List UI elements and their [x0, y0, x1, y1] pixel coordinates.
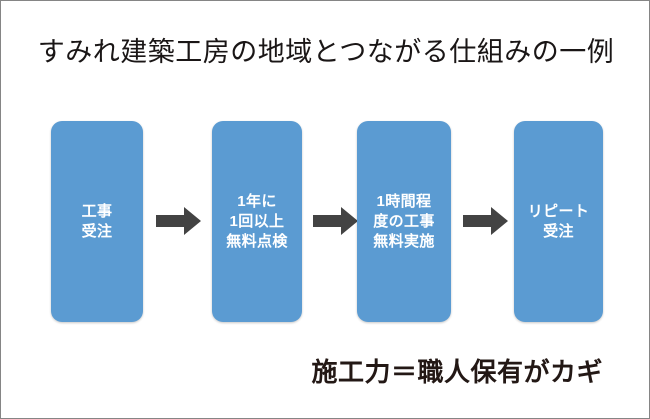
flow-step-box-4[interactable]: リピート 受注	[514, 121, 603, 322]
flow-step-box-1[interactable]: 工事 受注	[51, 121, 143, 322]
page-title: すみれ建築工房の地域とつながる仕組みの一例	[37, 37, 615, 67]
process-flow-diagram: 工事 受注 1年に 1回以上 無料点検 1時間程 度の工事 無料実施	[51, 121, 603, 322]
flow-step-label-2: 1年に 1回以上 無料点検	[226, 192, 288, 250]
flow-step-label-4: リピート 受注	[527, 202, 590, 240]
flow-step-label-1: 工事 受注	[81, 202, 113, 240]
right-arrow-icon	[156, 206, 202, 236]
right-arrow-icon	[313, 206, 359, 236]
flow-step-box-3[interactable]: 1時間程 度の工事 無料実施	[357, 121, 451, 322]
flow-step-label-3: 1時間程 度の工事 無料実施	[373, 192, 435, 250]
slide-caption: 施工力＝職人保有がカギ	[311, 357, 603, 387]
flow-step-box-2[interactable]: 1年に 1回以上 無料点検	[212, 121, 302, 322]
right-arrow-icon	[463, 206, 509, 236]
